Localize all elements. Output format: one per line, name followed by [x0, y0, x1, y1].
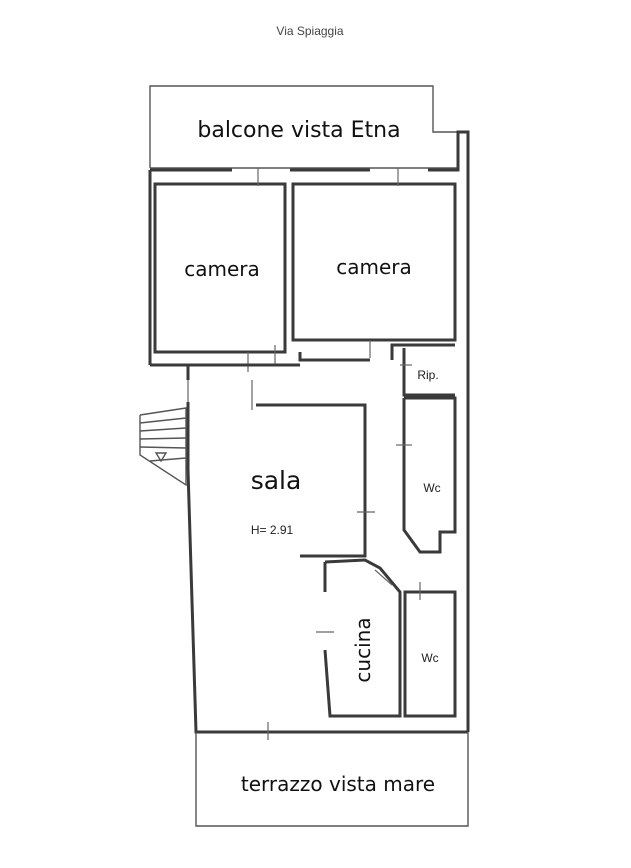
bathroom-lower-walls — [403, 582, 457, 718]
bedroom-right-walls — [274, 168, 457, 365]
bedroom-left-walls — [153, 168, 287, 372]
balcony-outline — [149, 85, 458, 169]
storage-walls — [400, 348, 455, 397]
exterior-walls — [148, 130, 470, 734]
bedroom-left-label: camera — [184, 257, 260, 281]
street-label: Via Spiaggia — [276, 24, 343, 38]
terrace-label: terrazzo vista mare — [241, 772, 435, 796]
kitchen-walls — [316, 558, 402, 718]
kitchen-label: cucina — [351, 617, 375, 682]
balcony-label: balcone vista Etna — [197, 118, 400, 143]
living-room-walls — [251, 380, 375, 558]
ceiling-height-label: H= 2.91 — [251, 523, 294, 537]
bathroom-upper-label: Wc — [423, 481, 440, 495]
terrace-outline — [195, 722, 469, 827]
bathroom-upper-walls — [396, 396, 457, 554]
living-room-label: sala — [251, 466, 302, 495]
bedroom-right-label: camera — [336, 255, 412, 279]
storage-label: Rip. — [417, 368, 438, 382]
corridor-walls — [187, 343, 455, 402]
staircase — [139, 407, 187, 487]
bathroom-lower-label: Wc — [421, 651, 438, 665]
